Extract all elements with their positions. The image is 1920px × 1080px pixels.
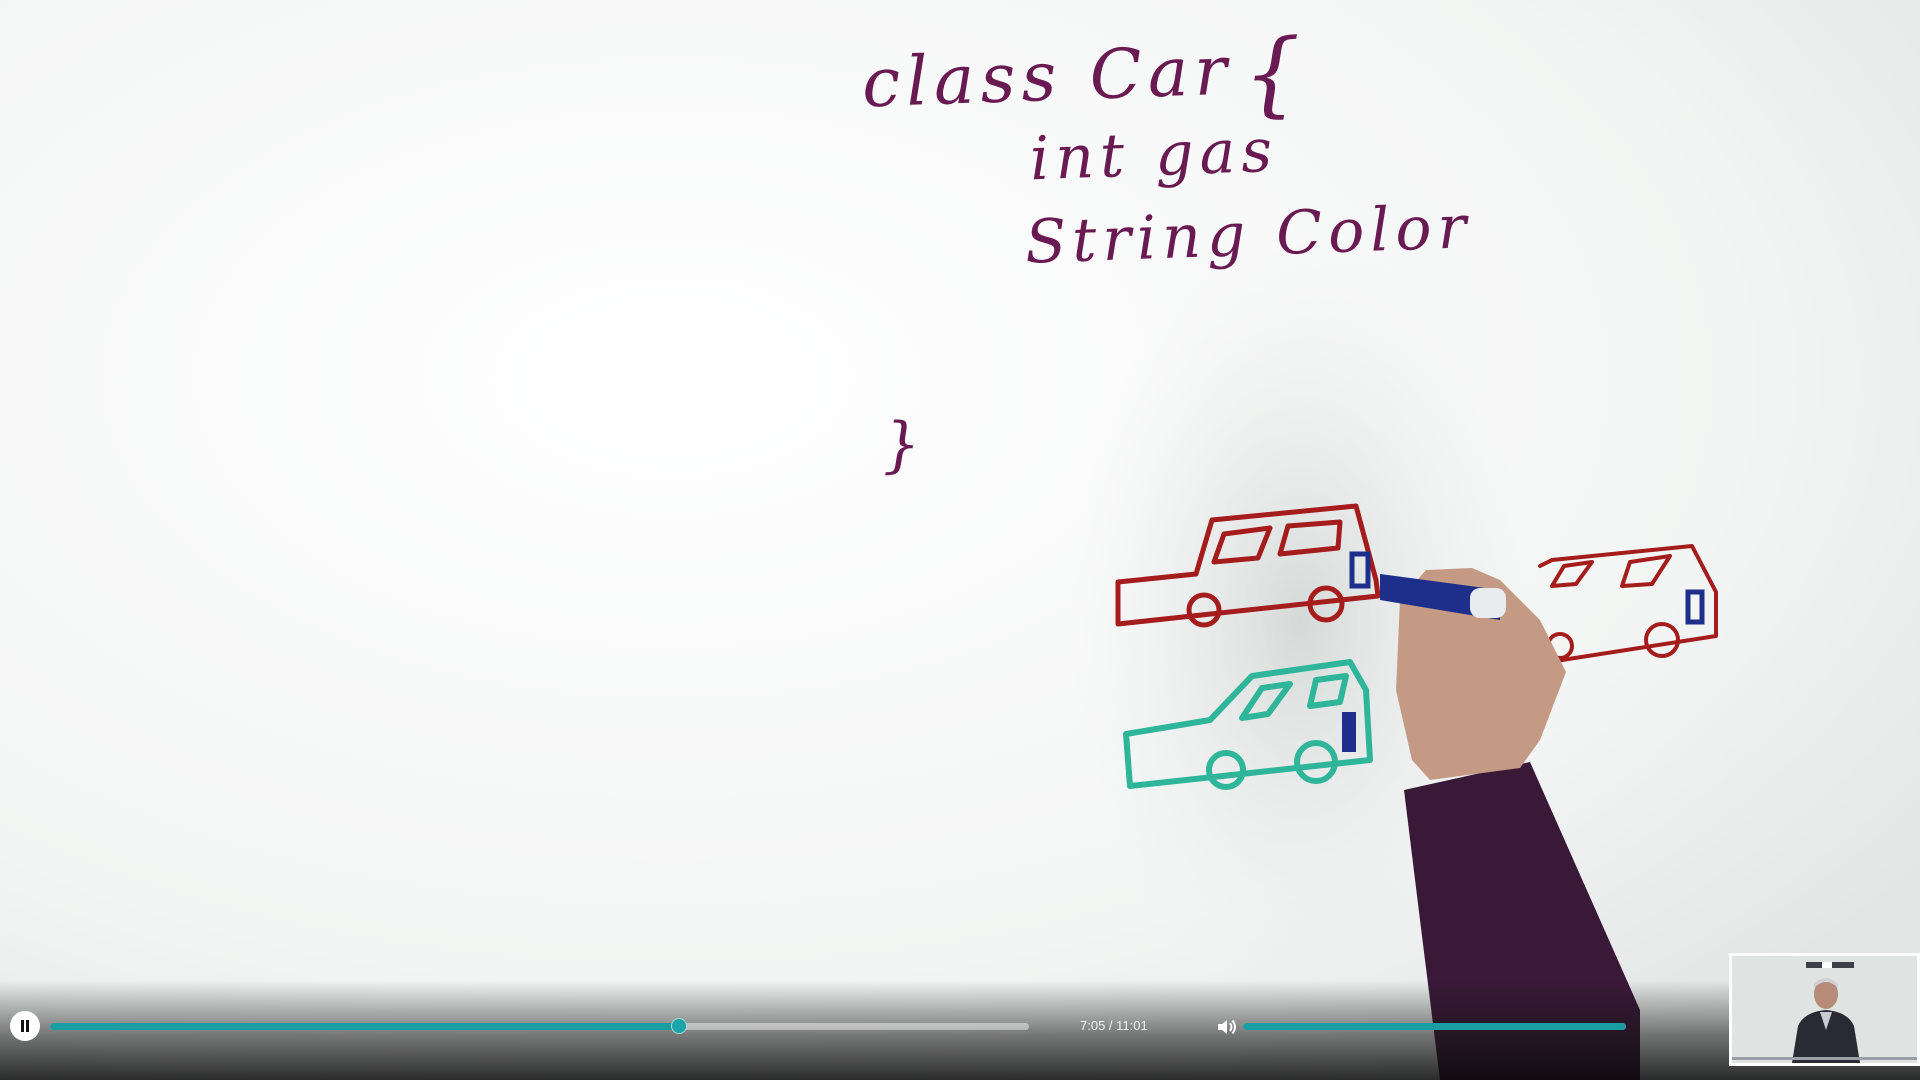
code-field-gas: int gas	[1028, 115, 1280, 195]
teal-car-drawing	[1123, 659, 1373, 790]
seek-bar-played	[50, 1023, 680, 1030]
presenter-thumbnail-image	[1732, 956, 1917, 1063]
player-controls-bar: 7:05 / 11:01	[0, 980, 1920, 1080]
pause-button[interactable]	[10, 1011, 40, 1041]
code-open-brace: {	[1241, 19, 1304, 128]
right-car-gas-cap	[1685, 589, 1705, 625]
code-close-brace: }	[880, 409, 922, 481]
volume-button[interactable]	[1216, 1018, 1238, 1036]
volume-slider[interactable]	[1243, 1023, 1626, 1030]
red-car-gas-cap	[1349, 551, 1371, 589]
teal-car-gas-cap	[1342, 712, 1356, 752]
presenter-thumbnail[interactable]	[1729, 953, 1920, 1066]
right-car-drawing	[1538, 544, 1718, 662]
volume-level	[1243, 1023, 1626, 1030]
volume-icon	[1218, 1019, 1236, 1035]
seek-bar-handle[interactable]	[671, 1018, 688, 1034]
code-title-text: class Car	[860, 31, 1235, 124]
seek-bar[interactable]	[50, 1018, 1029, 1034]
time-display: 7:05 / 11:01	[1080, 1018, 1148, 1033]
red-car-drawing	[1115, 503, 1381, 628]
